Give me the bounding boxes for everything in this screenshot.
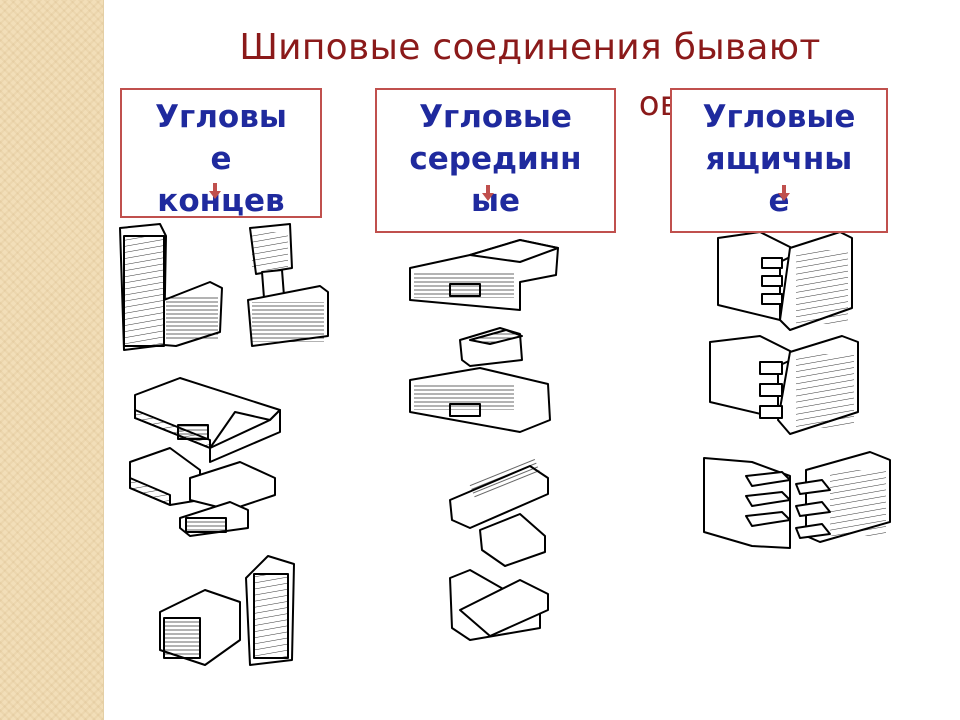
category-box-corner-end: Угловы е концев: [120, 88, 322, 218]
arrow-down-icon: [209, 183, 221, 199]
arrow-down-icon: [482, 185, 494, 201]
category-box-box-joint: Угловые ящичны е: [670, 88, 888, 233]
corner-end-joint-drawings: [119, 223, 329, 666]
category-label-corner-middle: Угловые серединн ые: [409, 99, 582, 219]
box-joint-drawings: [703, 231, 891, 549]
corner-middle-joint-drawings: [409, 239, 559, 641]
category-box-corner-middle: Угловые серединн ые: [375, 88, 616, 233]
category-label-box-joint: Угловые ящичны е: [702, 99, 856, 219]
decorative-side-strip: [0, 0, 104, 720]
category-label-corner-end: Угловы е концев: [155, 99, 287, 218]
slide-title: Шиповые соединения бывают: [239, 27, 821, 68]
arrow-down-icon: [778, 185, 790, 201]
